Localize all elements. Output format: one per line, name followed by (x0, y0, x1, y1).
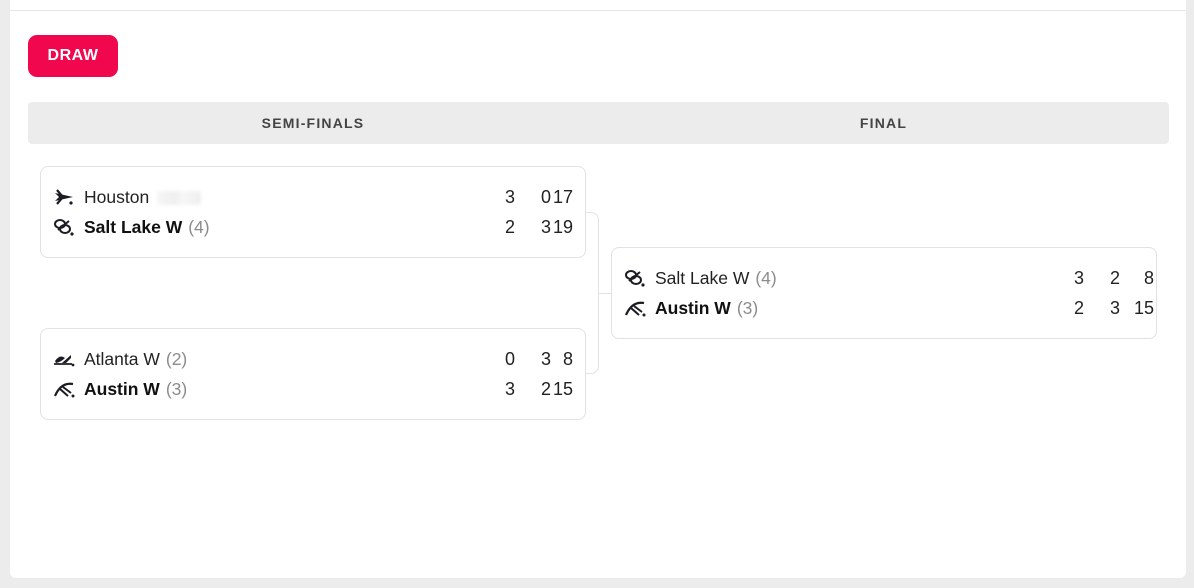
team-name-winner: Austin W(3) (84, 379, 188, 399)
bracket-connector-line (599, 293, 611, 294)
salt-lake-icon (625, 270, 645, 287)
score-set-2: 3 (540, 217, 551, 237)
match-row: Salt Lake W(4) 3 2 8 (612, 263, 1156, 293)
match-row: Atlanta W(2) 0 3 8 (41, 344, 585, 374)
score-set-1: 2 (504, 217, 515, 237)
round-semi-finals-label: SEMI-FINALS (261, 115, 365, 131)
match-row: Austin W(3) 3 2 15 (41, 374, 585, 404)
match-row: Salt Lake W(4) 2 3 19 (41, 212, 585, 242)
score-set-2: 3 (1109, 298, 1120, 318)
score-set-2: 0 (540, 187, 551, 207)
match-card-final[interactable]: Salt Lake W(4) 3 2 8 Austin W(3) 2 3 15 (611, 247, 1157, 339)
austin-icon (624, 301, 646, 317)
score-set-2: 2 (540, 379, 551, 399)
score-set-3: 8 (562, 349, 573, 369)
draw-button[interactable]: DRAW (28, 35, 118, 77)
team-name: Atlanta W(2) (84, 349, 188, 369)
houston-icon (55, 189, 73, 205)
salt-lake-icon (54, 219, 74, 236)
score-set-1: 3 (504, 187, 515, 207)
score-set-1: 3 (504, 379, 515, 399)
score-set-3: 8 (1143, 268, 1154, 288)
match-row: Austin W(3) 2 3 15 (612, 293, 1156, 323)
score-set-3: 15 (552, 379, 573, 399)
round-header: SEMI-FINALS FINAL (28, 102, 1169, 144)
match-card-semi-1[interactable]: Houston 3 0 17 Salt Lake W(4) 2 3 19 (40, 166, 586, 258)
score-set-3: 17 (552, 187, 573, 207)
score-set-1: 0 (504, 349, 515, 369)
team-name: Houston (84, 182, 202, 212)
team-name: Salt Lake W(4) (655, 268, 777, 288)
atlanta-icon (54, 355, 75, 367)
team-name-winner: Austin W(3) (655, 298, 759, 318)
divider (10, 10, 1186, 11)
score-set-3: 15 (1133, 298, 1154, 318)
score-set-2: 2 (1109, 268, 1120, 288)
round-final-label: FINAL (859, 115, 908, 131)
bracket-connector (586, 212, 599, 374)
score-set-1: 2 (1073, 298, 1084, 318)
match-row: Houston 3 0 17 (41, 182, 585, 212)
bracket-panel: DRAW SEMI-FINALS FINAL Houston 3 0 17 (10, 0, 1186, 578)
team-name-winner: Salt Lake W(4) (84, 217, 210, 237)
match-card-semi-2[interactable]: Atlanta W(2) 0 3 8 Austin W(3) 3 2 15 (40, 328, 586, 420)
score-set-3: 19 (552, 217, 573, 237)
score-set-2: 3 (540, 349, 551, 369)
score-set-1: 3 (1073, 268, 1084, 288)
austin-icon (53, 382, 75, 398)
